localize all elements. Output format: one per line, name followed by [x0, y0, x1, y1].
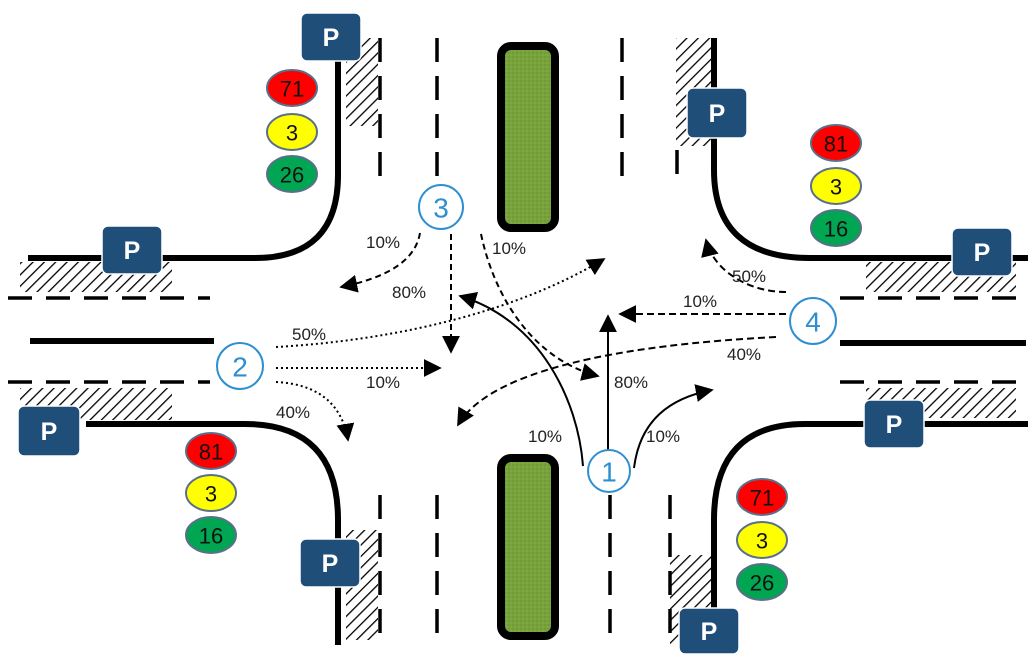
signal-sw: 81 3 16	[185, 432, 237, 554]
approach-2-left-pct: 50%	[292, 325, 326, 344]
signal-ne-green: 16	[824, 217, 848, 242]
approach-3-arrows	[339, 232, 600, 381]
parking-signs: P P P P P P P P	[17, 12, 1013, 655]
signal-sw-green: 16	[199, 524, 223, 549]
approach-4-right-pct: 50%	[732, 267, 766, 286]
parking-sign-label: P	[709, 100, 726, 128]
parking-sign-label: P	[124, 237, 141, 265]
parking-sign-label: P	[974, 239, 991, 267]
signal-se-red: 71	[750, 486, 774, 511]
parking-sign-label: P	[41, 418, 58, 446]
curb-lines	[28, 38, 1028, 645]
approach-1-marker: 1	[587, 449, 631, 493]
signal-ne: 81 3 16	[810, 124, 862, 247]
parking-sign-icon: P	[686, 87, 748, 139]
parking-sign-label: P	[322, 550, 339, 578]
signal-sw-red: 81	[199, 440, 223, 465]
approach-markers: 1 2 3 4	[216, 184, 837, 493]
approach-3-marker: 3	[418, 184, 464, 230]
signal-se: 71 3 26	[736, 478, 788, 601]
approach-1-arrows	[458, 292, 714, 470]
parking-sign-icon: P	[678, 607, 740, 655]
parking-sign-icon: P	[300, 12, 362, 62]
parking-sign-icon: P	[951, 227, 1013, 277]
signal-sw-yellow: 3	[205, 482, 217, 507]
approach-2-right-pct: 40%	[276, 403, 310, 422]
signal-se-green: 26	[750, 571, 774, 596]
approach-3-through-pct: 80%	[392, 283, 426, 302]
approach-1-through-pct: 80%	[614, 373, 648, 392]
signal-nw: 71 3 26	[266, 69, 318, 193]
approach-1-right-pct: 10%	[646, 427, 680, 446]
center-lines	[30, 338, 1026, 346]
approach-1-number: 1	[601, 457, 617, 488]
signal-se-yellow: 3	[756, 529, 768, 554]
approach-4-arrows	[457, 238, 787, 427]
parking-sign-icon: P	[299, 538, 361, 588]
approach-3-number: 3	[433, 193, 449, 224]
approach-1-left-pct: 10%	[528, 427, 562, 446]
parking-sign-icon: P	[101, 225, 163, 275]
median-islands	[497, 42, 559, 640]
movement-labels: 10% 80% 10% 50% 10% 40% 10% 80% 10% 40% …	[276, 233, 766, 446]
signal-nw-yellow: 3	[286, 121, 298, 146]
parking-sign-icon: P	[17, 405, 81, 457]
signal-nw-red: 71	[280, 77, 304, 102]
signal-ne-red: 81	[824, 132, 848, 157]
approach-4-left-pct: 40%	[727, 345, 761, 364]
parking-sign-label: P	[701, 618, 718, 646]
parking-sign-label: P	[886, 411, 903, 439]
approach-4-marker: 4	[789, 297, 837, 345]
lane-markings	[8, 38, 1030, 645]
approach-2-number: 2	[232, 352, 248, 383]
parking-sign-label: P	[323, 24, 340, 52]
approach-3-right-pct: 10%	[366, 233, 400, 252]
approach-3-left-pct: 10%	[492, 239, 526, 258]
parking-sign-icon: P	[863, 399, 925, 449]
approach-2-marker: 2	[216, 342, 264, 390]
signal-nw-green: 26	[280, 163, 304, 188]
approach-2-through-pct: 10%	[366, 373, 400, 392]
approach-2-arrows	[275, 258, 606, 442]
signal-ne-yellow: 3	[830, 175, 842, 200]
approach-4-through-pct: 10%	[683, 292, 717, 311]
approach-4-number: 4	[805, 307, 821, 338]
